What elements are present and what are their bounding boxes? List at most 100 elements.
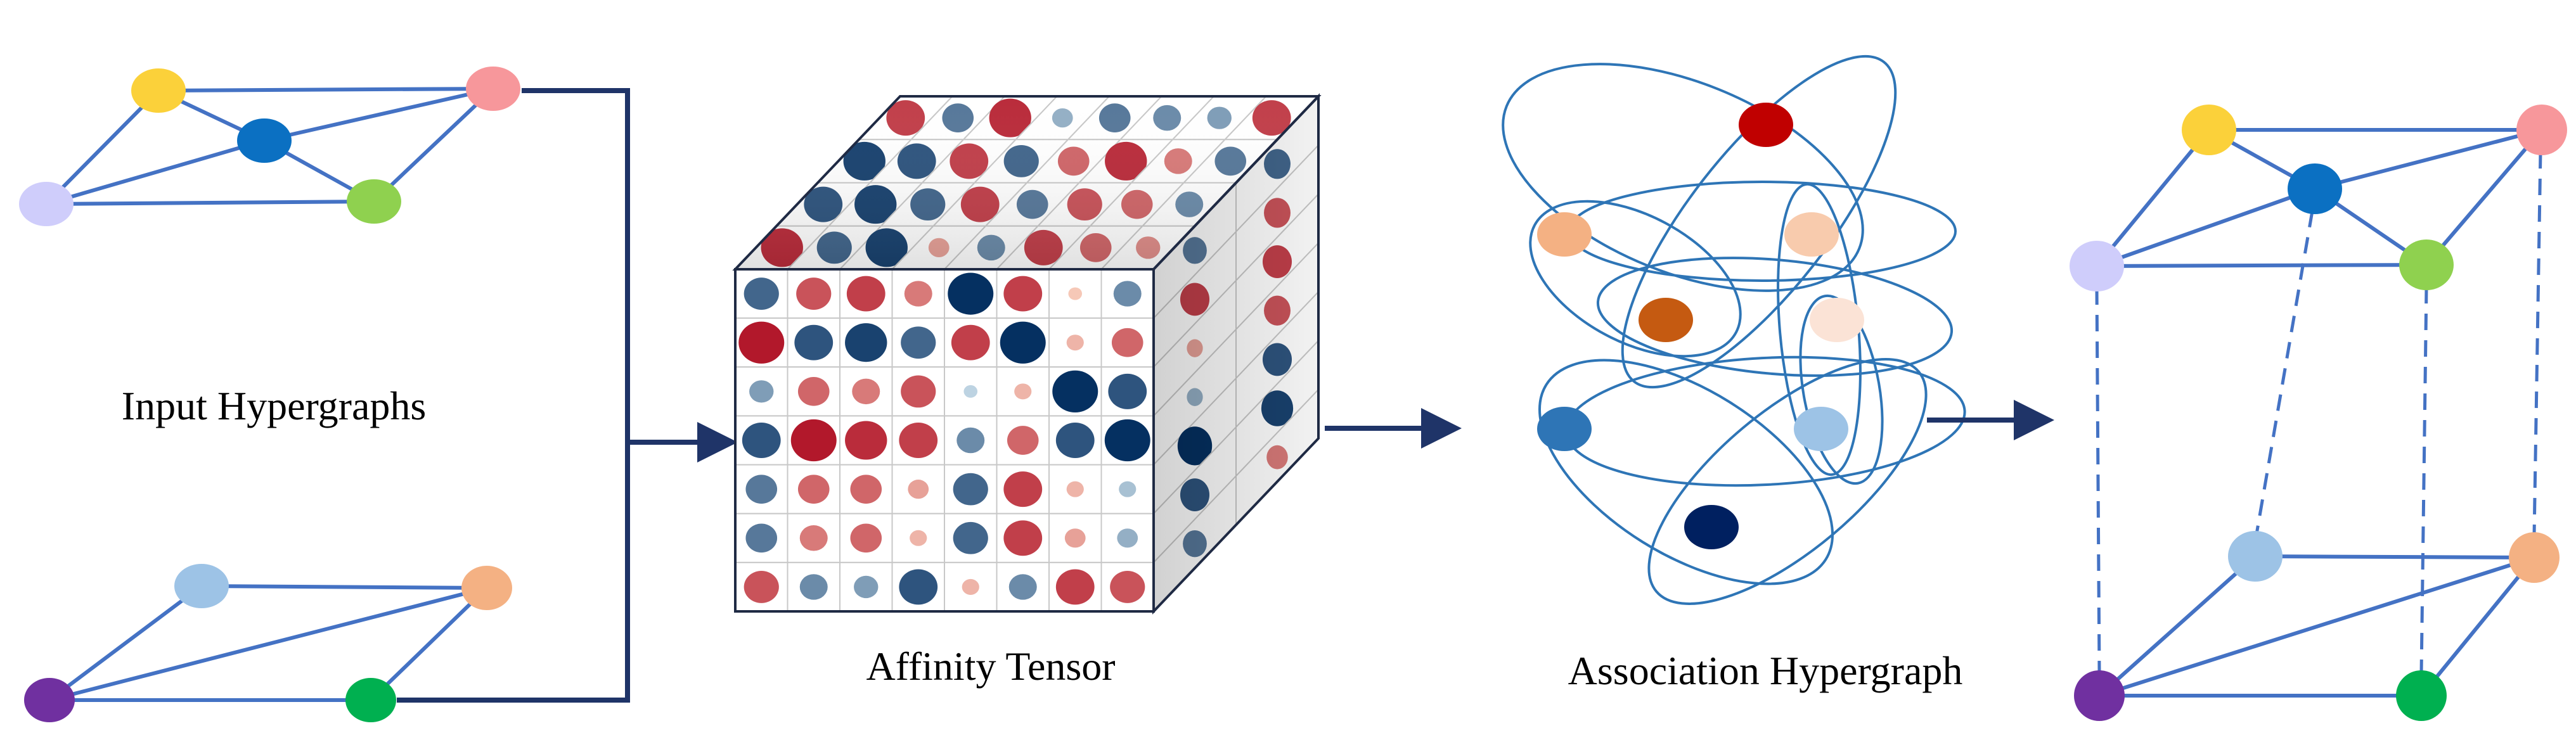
- edge: [2096, 263, 2427, 268]
- affinity-value-dot: [845, 421, 887, 460]
- affinity-value-dot: [953, 473, 988, 506]
- matched-node-light-blue: [2228, 531, 2283, 582]
- correspondence-lines: [2095, 151, 2542, 674]
- affinity-value-dot: [899, 423, 938, 458]
- node-green: [347, 179, 401, 224]
- affinity-tensor-cube: [732, 93, 1322, 615]
- assoc-node-navy: [1684, 505, 1739, 549]
- affinity-value-dot: [908, 480, 929, 499]
- affinity-value-dot: [850, 475, 882, 504]
- affinity-value-dot: [854, 575, 879, 599]
- edge: [372, 87, 495, 203]
- input-connector: [397, 88, 738, 703]
- assoc-node-cream: [1810, 298, 1864, 342]
- node-blue: [237, 118, 292, 163]
- edge: [46, 139, 265, 206]
- affinity-value-dot: [799, 574, 828, 600]
- node-emerald: [345, 678, 396, 722]
- affinity-value-dot: [845, 323, 887, 362]
- edge: [2099, 556, 2535, 698]
- cube-front-face: [735, 269, 1154, 612]
- matched-node-yellow: [2182, 105, 2236, 155]
- edge: [369, 586, 489, 702]
- affinity-value-dot: [1008, 574, 1037, 600]
- node-pink: [466, 67, 520, 111]
- affinity-value-dot: [742, 423, 781, 458]
- affinity-value-dot: [910, 530, 927, 546]
- hyperedge: [1564, 355, 1966, 487]
- affinity-value-dot: [1104, 419, 1150, 462]
- edge: [2255, 554, 2535, 559]
- correspondence-line: [2255, 210, 2314, 535]
- edge: [158, 87, 494, 92]
- affinity-value-dot: [1014, 383, 1032, 400]
- node-purple: [24, 678, 75, 722]
- edge: [2098, 554, 2257, 698]
- affinity-value-dot: [744, 571, 779, 603]
- matched-node-emerald: [2396, 670, 2447, 721]
- affinity-value-dot: [1064, 528, 1086, 548]
- affinity-value-dot: [852, 378, 880, 405]
- hyperedge: [1568, 181, 1957, 282]
- affinity-value-dot: [745, 523, 778, 553]
- affinity-value-dot: [962, 578, 979, 595]
- tensor-cell: [787, 464, 840, 514]
- matched-node-blue: [2288, 163, 2342, 214]
- edge: [44, 89, 160, 206]
- affinity-value-dot: [738, 321, 785, 364]
- hyperedges: [1502, 54, 1966, 605]
- affinity-value-dot: [1066, 481, 1084, 497]
- edge: [2425, 129, 2544, 266]
- affinity-value-dot: [956, 427, 985, 454]
- input-hypergraph-top: [19, 67, 520, 226]
- affinity-value-dot: [745, 475, 778, 504]
- assoc-node-red: [1739, 103, 1793, 147]
- assoc-node-rust: [1639, 298, 1693, 342]
- affinity-value-dot: [1055, 423, 1095, 458]
- hyperedge: [1529, 200, 1742, 358]
- assoc-node-salmon: [1537, 212, 1592, 257]
- affinity-value-dot: [1055, 569, 1095, 605]
- affinity-value-dot: [1000, 321, 1046, 364]
- affinity-value-dot: [1117, 528, 1138, 548]
- edge: [2314, 128, 2542, 191]
- affinity-value-dot: [1119, 481, 1137, 497]
- correspondence-line: [2095, 288, 2101, 674]
- matched-node-pink: [2516, 105, 2567, 155]
- correspondence-line: [2419, 286, 2428, 674]
- connector-bracket: [397, 88, 630, 703]
- matched-node-peach: [2509, 532, 2560, 583]
- affinity-value-dot: [951, 324, 990, 360]
- edge: [2419, 556, 2536, 697]
- hypergraph-bottom-edges: [48, 584, 489, 702]
- affinity-value-dot: [1003, 276, 1043, 312]
- affinity-value-dot: [901, 375, 936, 408]
- affinity-value-dot: [1111, 328, 1143, 357]
- assoc-node-steel-blue: [1537, 407, 1592, 451]
- affinity-value-dot: [1003, 471, 1043, 507]
- affinity-tensor-label: Affinity Tensor: [866, 644, 1115, 689]
- hyperedge: [1538, 359, 1834, 585]
- affinity-value-dot: [904, 281, 932, 307]
- affinity-value-dot: [963, 385, 978, 398]
- input-hypergraph-bottom: [24, 564, 512, 722]
- node-light-blue: [174, 564, 229, 608]
- cube-front-outline: [734, 268, 1155, 613]
- edge: [46, 200, 375, 206]
- matched-bottom-edges: [2098, 554, 2536, 698]
- affinity-value-dot: [1003, 520, 1043, 556]
- association-hypergraph: [1502, 54, 1966, 605]
- input-hypergraphs-label: Input Hypergraphs: [122, 383, 427, 428]
- affinity-value-dot: [744, 278, 779, 310]
- affinity-value-dot: [799, 525, 828, 551]
- matched-node-purple: [2074, 670, 2125, 721]
- affinity-value-dot: [797, 475, 830, 504]
- affinity-value-dot: [796, 278, 832, 310]
- edge: [264, 87, 494, 143]
- affinity-value-dot: [1066, 335, 1084, 351]
- affinity-value-dot: [1108, 373, 1147, 409]
- affinity-value-dot: [846, 276, 886, 312]
- tensor-cell: [1100, 513, 1154, 563]
- affinity-value-dot: [948, 272, 994, 315]
- edge: [2096, 187, 2316, 268]
